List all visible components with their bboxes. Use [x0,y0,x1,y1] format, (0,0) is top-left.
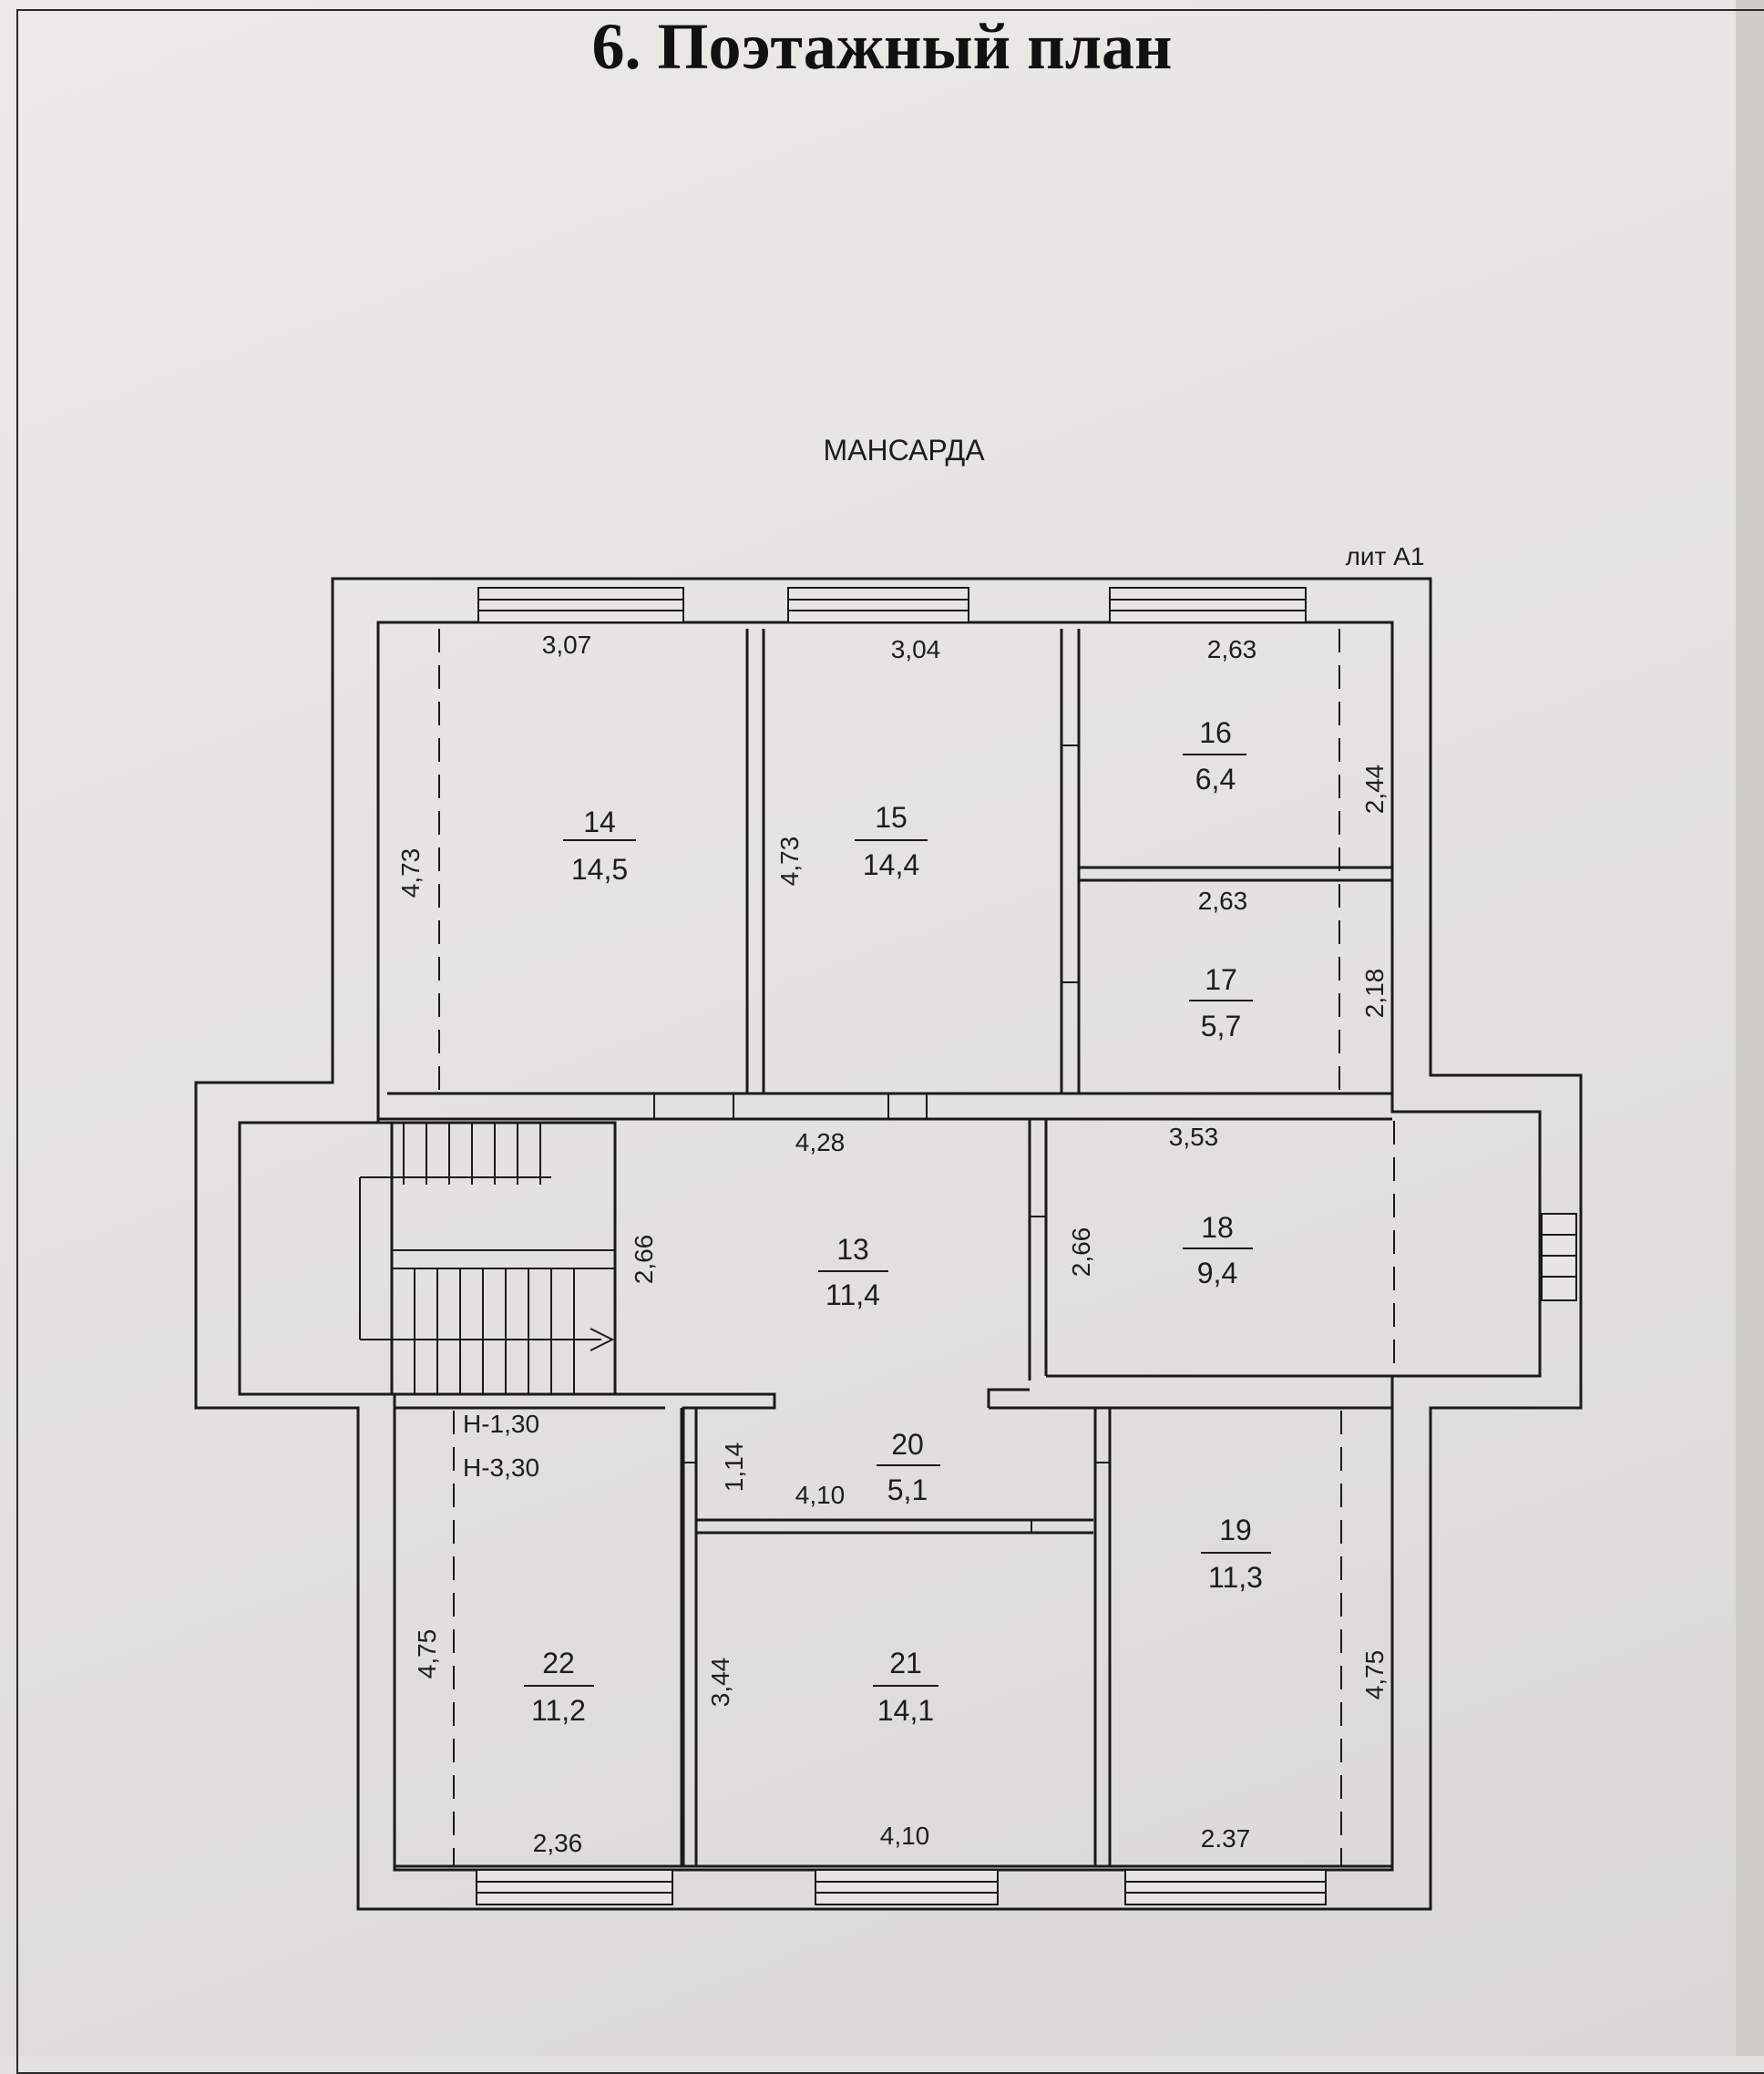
room-area-20: 5,1 [887,1473,928,1506]
wall [987,1388,1392,1410]
room-area-19: 11,3 [1208,1561,1263,1594]
room-number-19: 19 [1219,1514,1252,1546]
dim-r21-height: 3,44 [706,1658,734,1708]
height-note-2: Н-3,30 [463,1453,539,1482]
room-number-18: 18 [1201,1211,1234,1244]
dim-r20-width: 4,10 [795,1481,846,1509]
dim-r17-width: 2,63 [1198,887,1248,915]
room-area-17: 5,7 [1201,1010,1241,1042]
door-marks [653,744,1110,1533]
window-top-1 [477,587,684,623]
window-top-3 [1109,587,1307,623]
window-bottom-2 [815,1869,999,1905]
room-area-18: 9,4 [1197,1257,1237,1289]
dim-r19-width: 2.37 [1201,1824,1251,1853]
room-area-21: 14,1 [877,1694,934,1727]
liter-label: лит А1 [1346,542,1425,570]
window-bottom-1 [476,1869,673,1905]
room-area-15: 14,4 [863,848,919,881]
page-edge [1736,0,1764,2056]
dim-r15-height: 4,73 [775,837,804,887]
room-area-22: 11,2 [531,1694,586,1727]
room-number-14: 14 [583,806,616,838]
room-number-22: 22 [542,1647,575,1679]
dim-r14-height: 4,73 [396,848,425,898]
room-number-21: 21 [889,1647,922,1679]
window-bottom-3 [1124,1869,1327,1905]
room-area-14: 14,5 [571,853,628,886]
room-number-17: 17 [1205,963,1237,996]
room-number-16: 16 [1199,716,1232,749]
dim-r21-width: 4,10 [880,1822,930,1850]
outer-wall-outline [194,577,1583,1911]
room-number-13: 13 [836,1233,869,1266]
dim-r17-height: 2,18 [1360,969,1389,1019]
dim-r16-width: 2,63 [1207,635,1257,663]
dim-r15-width: 3,04 [891,635,941,663]
dim-r22-width: 2,36 [533,1829,583,1857]
dim-r13-width: 4,28 [795,1128,846,1156]
height-note-1: Н-1,30 [463,1410,539,1438]
room-number-15: 15 [875,801,908,834]
dim-r22-height: 4,75 [413,1629,441,1679]
dim-r19-height: 4,75 [1360,1650,1389,1700]
wall [395,1392,776,1866]
staircase [359,1123,615,1394]
room-area-16: 6,4 [1195,763,1236,796]
dim-r14-width: 3,07 [542,631,592,659]
dim-r13-height: 2,66 [630,1235,658,1285]
floor-label: МАНСАРДА [823,434,985,467]
page-title: 6. Поэтажный план [591,10,1173,83]
window-right [1541,1213,1577,1301]
dim-r20-height: 1,14 [720,1443,748,1493]
dim-r16-height: 2,44 [1360,765,1389,815]
dim-r18-height: 2,66 [1067,1227,1095,1278]
window-top-2 [787,587,969,623]
room-area-13: 11,4 [826,1278,880,1311]
dim-r18-width: 3,53 [1169,1123,1219,1151]
room-number-20: 20 [891,1428,924,1461]
